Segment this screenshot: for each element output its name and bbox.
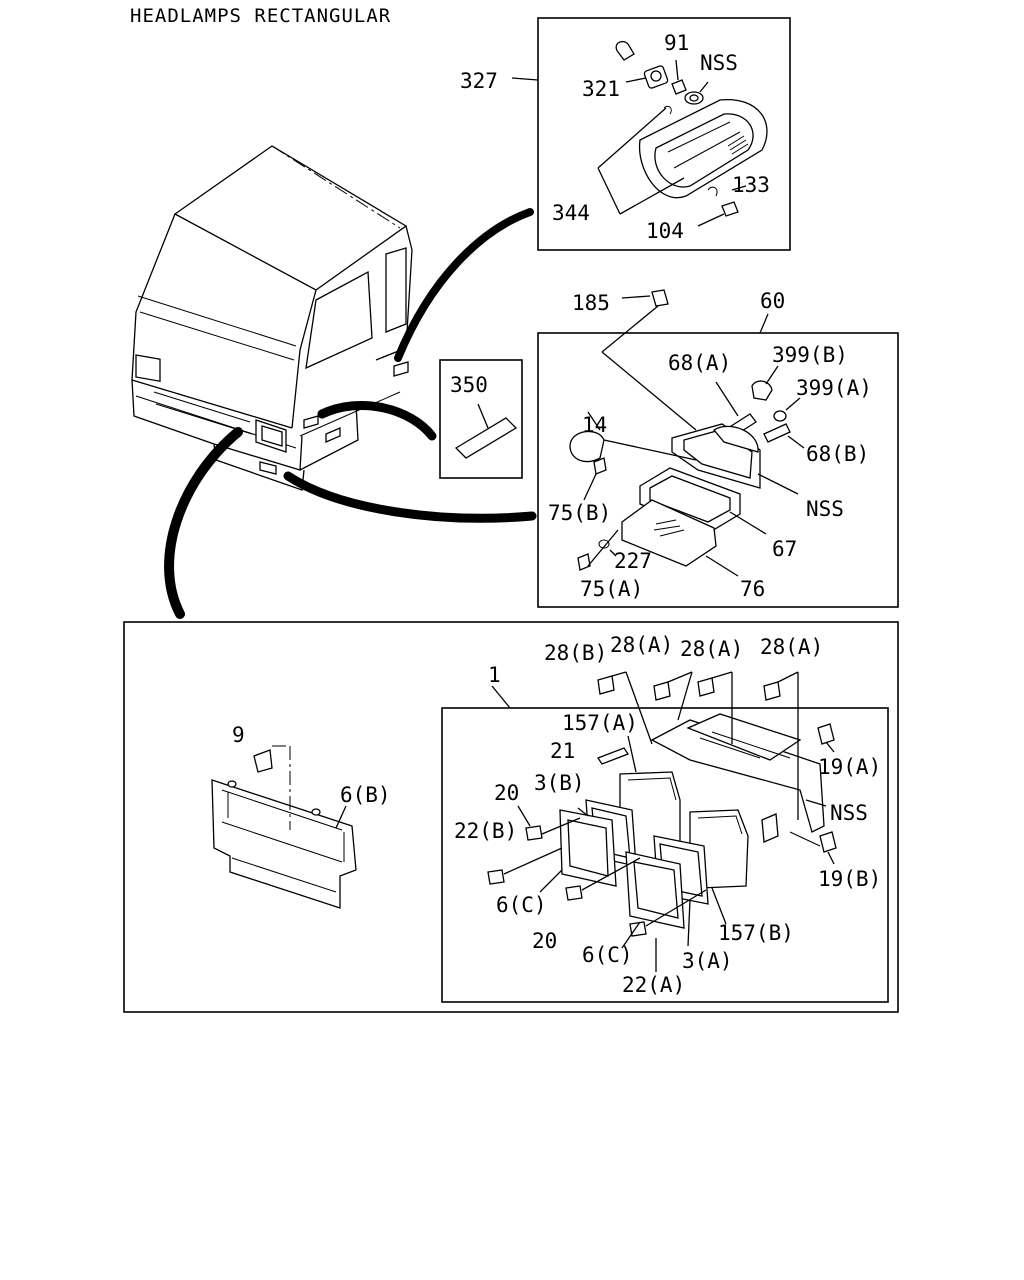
callout-3b: 3(B) — [534, 771, 585, 795]
callout-399b: 399(B) — [772, 343, 848, 367]
box-reflector — [439, 359, 523, 479]
callout-28a-2: 28(A) — [680, 637, 743, 661]
callout-68b: 68(B) — [806, 442, 869, 466]
callout-3a: 3(A) — [682, 949, 733, 973]
callout-nss-2: NSS — [806, 497, 844, 521]
callout-6c-1: 6(C) — [496, 893, 547, 917]
callout-185: 185 — [572, 291, 610, 315]
callout-399a: 399(A) — [796, 376, 872, 400]
callout-227: 227 — [614, 549, 652, 573]
box-clearance-lamp — [537, 289, 899, 608]
callout-67: 67 — [772, 537, 797, 561]
callout-14: 14 — [582, 413, 607, 437]
callout-350: 350 — [450, 373, 488, 397]
callout-22a: 22(A) — [622, 973, 685, 997]
diagram-title: HEADLAMPS RECTANGULAR — [130, 5, 391, 27]
callout-91: 91 — [664, 31, 689, 55]
callout-75a: 75(A) — [580, 577, 643, 601]
callout-157a: 157(A) — [562, 711, 638, 735]
callout-19b: 19(B) — [818, 867, 881, 891]
callout-bands — [164, 208, 537, 619]
callout-321: 321 — [582, 77, 620, 101]
callout-21: 21 — [550, 739, 575, 763]
callout-68a: 68(A) — [668, 351, 731, 375]
callout-75b: 75(B) — [548, 501, 611, 525]
box-side-turn-lamp — [511, 17, 791, 251]
callout-1: 1 — [488, 663, 501, 687]
callout-76: 76 — [740, 577, 765, 601]
truck-cab-illustration — [131, 145, 413, 491]
callout-344: 344 — [552, 201, 590, 225]
callout-6c-2: 6(C) — [582, 943, 633, 967]
callout-labels: 327 91 NSS 321 133 344 104 185 60 350 68… — [232, 31, 881, 997]
callout-22b: 22(B) — [454, 819, 517, 843]
callout-28a-3: 28(A) — [760, 635, 823, 659]
callout-157b: 157(B) — [718, 921, 794, 945]
callout-60: 60 — [760, 289, 785, 313]
callout-nss-1: NSS — [700, 51, 738, 75]
callout-20-b: 20 — [532, 929, 557, 953]
box-headlamp-assembly — [123, 621, 899, 1013]
callout-327: 327 — [460, 69, 498, 93]
callout-28a-1: 28(A) — [610, 633, 673, 657]
callout-20-a: 20 — [494, 781, 519, 805]
callout-28b: 28(B) — [544, 641, 607, 665]
callout-133: 133 — [732, 173, 770, 197]
callout-9: 9 — [232, 723, 245, 747]
callout-nss-3: NSS — [830, 801, 868, 825]
callout-19a: 19(A) — [818, 755, 881, 779]
callout-6b: 6(B) — [340, 783, 391, 807]
callout-104: 104 — [646, 219, 684, 243]
